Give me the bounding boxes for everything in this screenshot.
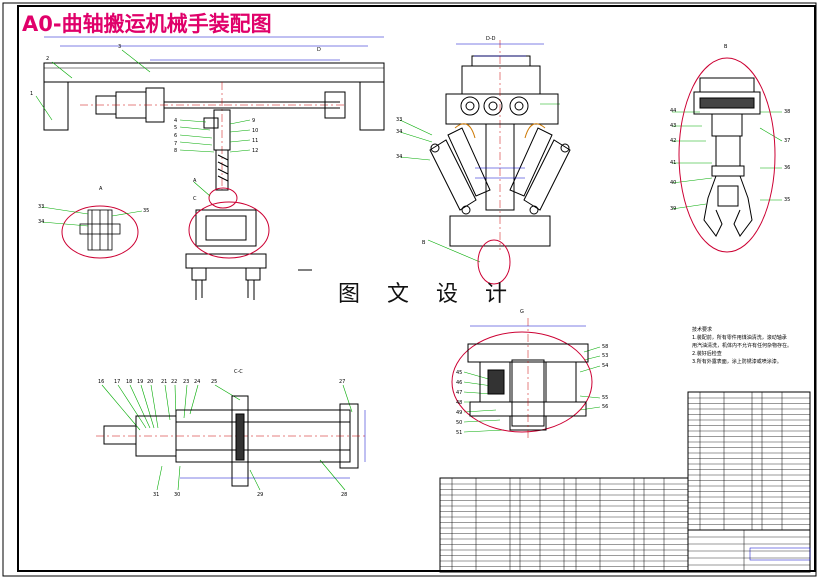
- watermark-text: 图 文 设 计: [338, 282, 517, 307]
- svg-text:7: 7: [174, 141, 177, 147]
- detail-circle-a: [61, 205, 139, 259]
- leader-lines: [35, 49, 783, 491]
- svg-text:56: 56: [602, 404, 608, 410]
- svg-text:6: 6: [174, 133, 177, 139]
- right-labels: B 44 43 42 41 40 39 38 37 36 35: [670, 44, 790, 212]
- requirement-line: 1.装配前，所有零件用煤油清洗，滚动轴承: [692, 335, 787, 341]
- svg-text:42: 42: [670, 138, 676, 144]
- svg-text:A: A: [193, 178, 197, 184]
- svg-text:4: 4: [174, 118, 177, 124]
- svg-text:28: 28: [341, 492, 347, 498]
- inner-border: [17, 5, 816, 572]
- svg-text:D-D: D-D: [486, 36, 496, 42]
- svg-text:16: 16: [98, 379, 104, 385]
- g-view: [467, 318, 589, 440]
- svg-text:8: 8: [174, 148, 177, 154]
- requirement-line: 3.所有外露表面，涂上防锈漆或喷涂漆。: [692, 359, 782, 365]
- g-labels: G 45 46 47 48 49 50 51 58 53 54 55 56: [456, 309, 608, 436]
- bom-table: [687, 391, 811, 573]
- svg-text:49: 49: [456, 410, 462, 416]
- svg-text:D: D: [317, 47, 321, 53]
- svg-text:34: 34: [396, 154, 402, 160]
- svg-text:53: 53: [602, 353, 608, 359]
- svg-text:45: 45: [456, 370, 462, 376]
- technical-requirements: 技术要求 1.装配前，所有零件用煤油清洗，滚动轴承 用汽油清洗，机体内不允许有任…: [692, 326, 812, 366]
- svg-text:11: 11: [252, 138, 258, 144]
- right-column: [359, 81, 385, 131]
- svg-text:40: 40: [670, 180, 676, 186]
- detail-a: [79, 209, 121, 251]
- parts-list-table: [439, 477, 689, 573]
- svg-text:41: 41: [670, 160, 676, 166]
- svg-text:5: 5: [174, 125, 177, 131]
- svg-text:18: 18: [126, 379, 132, 385]
- svg-text:46: 46: [456, 380, 462, 386]
- svg-text:25: 25: [211, 379, 217, 385]
- detail-circle-c: [188, 201, 270, 259]
- svg-text:21: 21: [161, 379, 167, 385]
- svg-text:17: 17: [114, 379, 120, 385]
- svg-text:58: 58: [602, 344, 608, 350]
- svg-text:33: 33: [396, 117, 402, 123]
- cc-view: [96, 395, 366, 487]
- svg-text:20: 20: [147, 379, 153, 385]
- dd-view: [429, 40, 571, 250]
- svg-text:43: 43: [670, 123, 676, 129]
- main-view: [43, 36, 385, 300]
- cc-labels: C-C 16 17 18 19 20 21 22 23 24 25 27 31 …: [98, 369, 347, 498]
- svg-text:27: 27: [339, 379, 345, 385]
- svg-text:C: C: [193, 196, 197, 202]
- svg-text:1: 1: [30, 91, 33, 97]
- svg-text:55: 55: [602, 395, 608, 401]
- svg-text:3: 3: [118, 44, 121, 50]
- svg-text:G: G: [520, 309, 524, 315]
- crossbeam: [43, 62, 385, 83]
- svg-text:51: 51: [456, 430, 462, 436]
- svg-text:48: 48: [456, 400, 462, 406]
- svg-text:A: A: [99, 186, 103, 192]
- svg-text:B: B: [422, 240, 426, 246]
- svg-text:24: 24: [194, 379, 200, 385]
- svg-text:30: 30: [174, 492, 180, 498]
- requirement-line: 2.装好后检查: [692, 351, 722, 357]
- svg-text:38: 38: [784, 109, 790, 115]
- left-column: [43, 81, 69, 131]
- svg-text:35: 35: [784, 197, 790, 203]
- drawing-title: A0-曲轴搬运机械手装配图: [22, 12, 272, 36]
- svg-text:23: 23: [183, 379, 189, 385]
- svg-text:37: 37: [784, 138, 790, 144]
- svg-text:31: 31: [153, 492, 159, 498]
- svg-text:50: 50: [456, 420, 462, 426]
- svg-text:29: 29: [257, 492, 263, 498]
- detail-ellipse-right: [678, 57, 776, 253]
- svg-text:19: 19: [137, 379, 143, 385]
- svg-text:22: 22: [171, 379, 177, 385]
- requirements-heading: 技术要求: [692, 327, 713, 333]
- svg-text:B: B: [724, 44, 728, 50]
- detail-ellipse-g: [451, 331, 593, 433]
- detail-circle-b: [208, 187, 238, 209]
- detail-circle-d: [477, 239, 511, 285]
- svg-text:35: 35: [143, 208, 149, 214]
- table-rows: [440, 397, 810, 567]
- part-labels: 1 2 3 4 5 6 7 8 9 10 11 12 33 34 35 A C …: [30, 44, 321, 225]
- gripper-detail: [693, 77, 761, 237]
- svg-text:34: 34: [396, 129, 402, 135]
- svg-text:C-C: C-C: [234, 369, 243, 375]
- svg-text:12: 12: [252, 148, 258, 154]
- svg-text:2: 2: [46, 56, 49, 62]
- svg-text:39: 39: [670, 206, 676, 212]
- svg-text:9: 9: [252, 118, 255, 124]
- svg-text:47: 47: [456, 390, 462, 396]
- svg-text:36: 36: [784, 165, 790, 171]
- dd-labels: D-D 33 34 34 B: [396, 36, 496, 246]
- svg-text:10: 10: [252, 128, 258, 134]
- requirement-line: 用汽油清洗，机体内不允许有任何杂物存在。: [692, 343, 793, 349]
- svg-text:34: 34: [38, 219, 44, 225]
- svg-text:54: 54: [602, 363, 608, 369]
- svg-text:33: 33: [38, 204, 44, 210]
- svg-text:44: 44: [670, 108, 676, 114]
